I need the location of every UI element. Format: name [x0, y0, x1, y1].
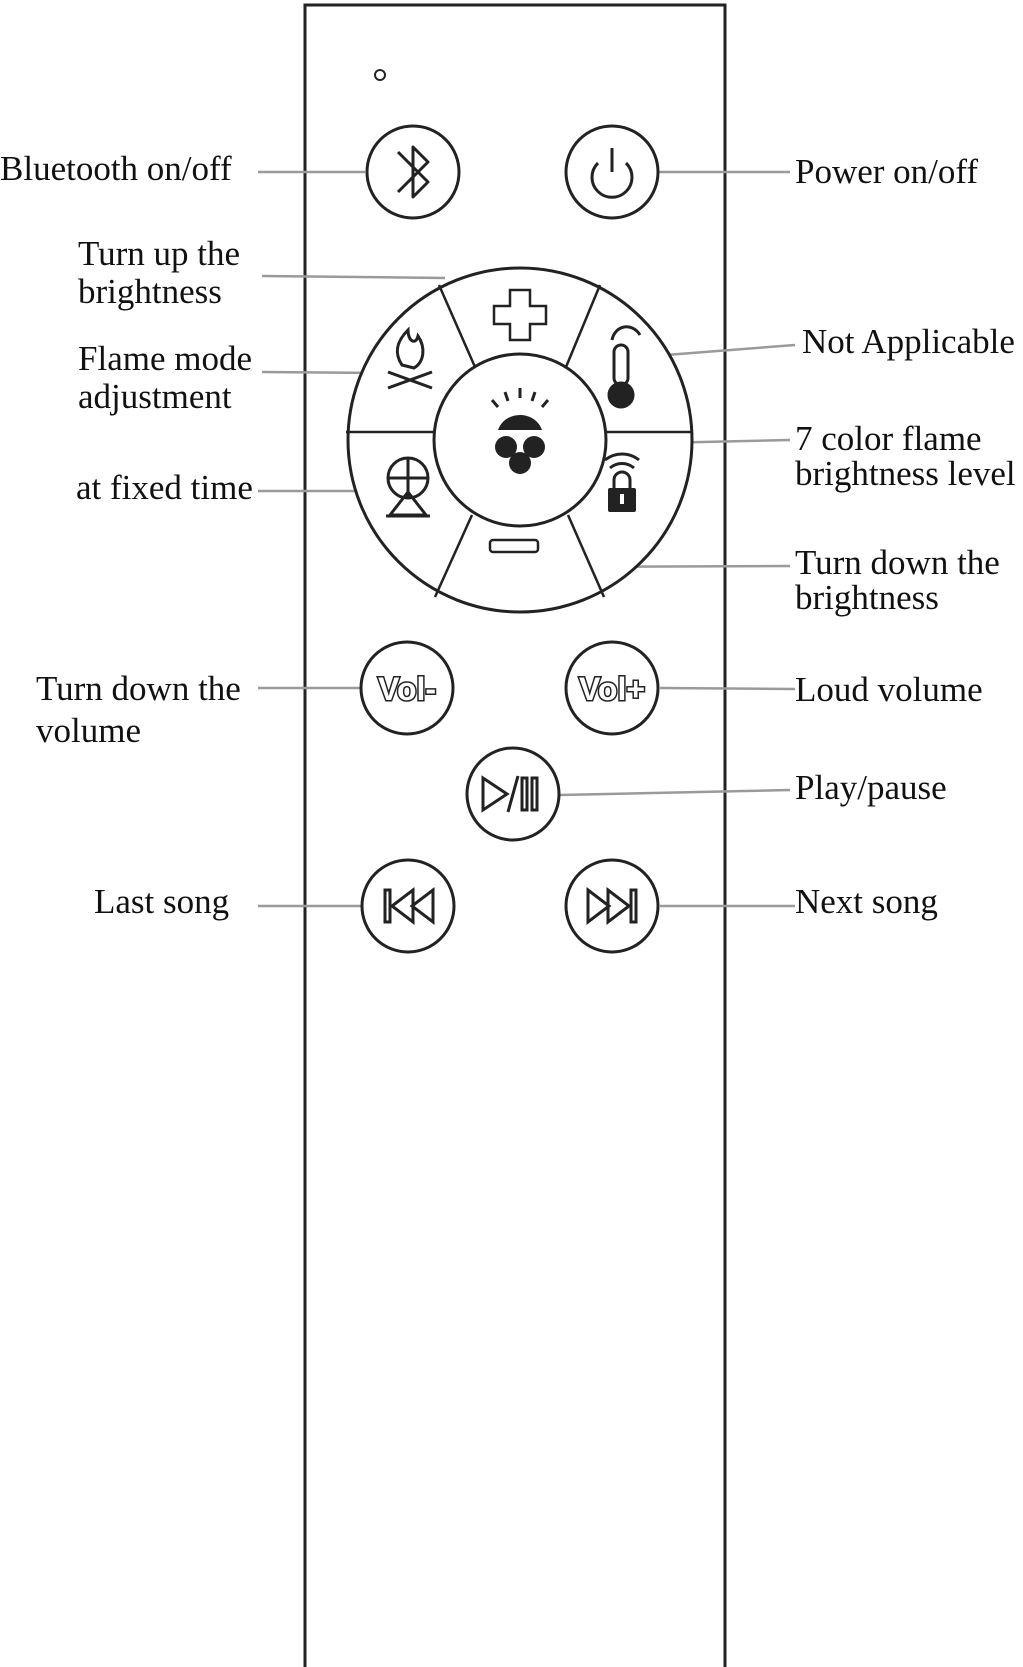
label-volume-up: Loud volume	[795, 670, 983, 709]
control-dial	[346, 266, 694, 614]
minus-icon	[488, 538, 540, 554]
thermometer-icon	[607, 325, 642, 409]
play-pause-icon	[481, 775, 539, 813]
label-brightness-down-line2: brightness	[795, 578, 939, 617]
label-timer: at fixed time	[76, 468, 253, 507]
label-flame-mode-line2: adjustment	[78, 377, 232, 416]
bluetooth-icon	[396, 145, 430, 199]
label-volume-down-line2: volume	[36, 711, 141, 750]
indicator-led-icon	[374, 69, 386, 81]
volume-up-label: Vol+	[579, 671, 645, 707]
brightness-up-button[interactable]	[492, 288, 548, 342]
label-flame-color-line1: 7 color flame	[795, 419, 982, 458]
volume-up-button[interactable]: Vol+	[564, 640, 660, 736]
leader-lines	[258, 170, 796, 908]
label-flame-mode-line1: Flame mode	[78, 339, 252, 378]
flame-mode-button[interactable]	[387, 326, 433, 390]
power-button[interactable]	[564, 124, 660, 220]
label-play-pause: Play/pause	[795, 768, 947, 807]
flame-mode-icon	[387, 326, 433, 390]
label-volume-down-line1: Turn down the	[36, 669, 241, 708]
label-bluetooth: Bluetooth on/off	[0, 149, 232, 188]
timer-icon	[386, 456, 430, 518]
color-flame-button[interactable]	[490, 388, 550, 474]
label-not-applicable: Not Applicable	[802, 322, 1015, 361]
label-brightness-up: Turn up the brightness	[78, 235, 240, 311]
remote-body	[303, 3, 727, 1667]
label-last-song: Last song	[94, 882, 230, 921]
next-track-icon	[586, 886, 638, 926]
label-flame-color-line2: brightness level	[795, 454, 1016, 493]
power-icon	[590, 148, 634, 199]
label-brightness-down: Turn down the brightness	[795, 545, 1000, 615]
label-power: Power on/off	[795, 152, 979, 191]
volume-down-button[interactable]: Vol-	[359, 640, 455, 736]
label-flame-mode: Flame mode adjustment	[78, 340, 252, 416]
color-flame-icon	[490, 388, 550, 474]
label-next-song: Next song	[795, 882, 938, 921]
plus-icon	[492, 288, 548, 342]
next-track-button[interactable]	[564, 858, 660, 954]
lock-icon	[604, 452, 640, 512]
label-flame-color: 7 color flame brightness level	[795, 421, 1016, 491]
label-brightness-up-line2: brightness	[78, 272, 222, 311]
label-brightness-down-line1: Turn down the	[795, 543, 1000, 582]
lock-button[interactable]	[604, 452, 640, 512]
volume-down-label: Vol-	[378, 671, 436, 707]
play-pause-button[interactable]	[465, 746, 561, 842]
label-brightness-up-line1: Turn up the	[78, 234, 241, 273]
previous-track-button[interactable]	[360, 858, 456, 954]
bluetooth-button[interactable]	[365, 124, 461, 220]
previous-track-icon	[383, 886, 435, 926]
not-applicable-button[interactable]	[607, 325, 642, 409]
label-volume-down: Turn down the volume	[36, 668, 241, 752]
brightness-down-button[interactable]	[488, 538, 540, 554]
timer-button[interactable]	[386, 456, 430, 518]
